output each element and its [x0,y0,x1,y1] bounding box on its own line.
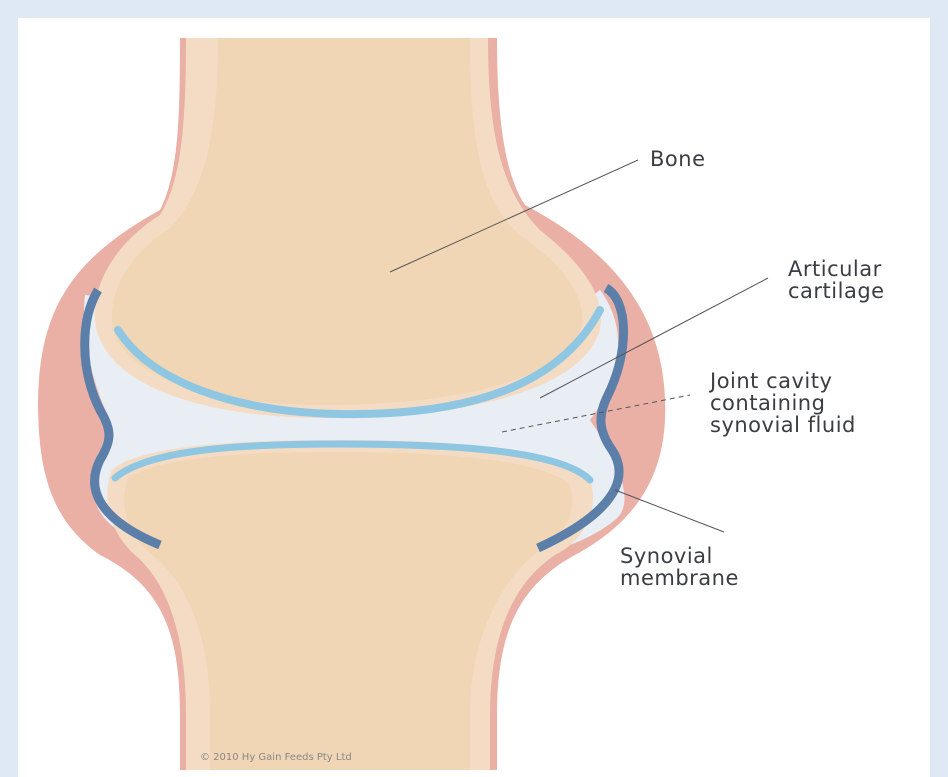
label-articular-cartilage-line-2: cartilage [788,280,885,302]
label-synovial-membrane-line-1: Synovial [620,545,739,567]
label-joint-cavity: Joint cavity containing synovial fluid [710,370,856,436]
label-synovial-membrane: Synovial membrane [620,545,739,589]
label-articular-cartilage-line-1: Articular [788,258,885,280]
copyright-notice: © 2010 Hy Gain Feeds Pty Ltd [200,752,352,763]
label-joint-cavity-line-2: containing [710,392,856,414]
leader-line-synovial-membrane [615,490,724,532]
label-synovial-membrane-line-2: membrane [620,567,739,589]
label-bone-text: Bone [650,148,705,170]
label-articular-cartilage: Articular cartilage [788,258,885,302]
label-bone: Bone [650,148,705,170]
label-joint-cavity-line-1: Joint cavity [710,370,856,392]
label-joint-cavity-line-3: synovial fluid [710,414,856,436]
